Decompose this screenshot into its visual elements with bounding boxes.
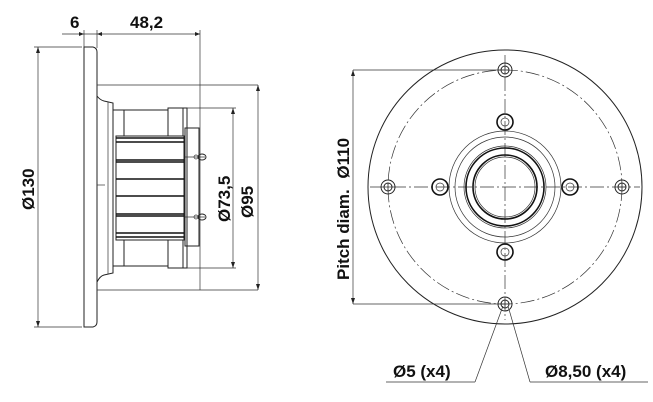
- faceplate-screws: [431, 113, 579, 261]
- body-diameter-dim: Ø95: [238, 186, 257, 218]
- dome-assembly: [448, 130, 562, 244]
- body-depth-dim: 48,2: [130, 13, 163, 32]
- terminals: [185, 153, 207, 221]
- front-view: Pitch diam. Ø110: [334, 49, 648, 383]
- flange-outline: [367, 49, 643, 325]
- hole-large-dim: Ø8,50 (x4): [545, 362, 626, 381]
- mounting-holes: [380, 62, 630, 312]
- pitch-diameter-label: Pitch diam. Ø110: [334, 138, 353, 280]
- hole-small-dim: Ø5 (x4): [393, 362, 451, 381]
- magnet-diameter-dim: Ø73,5: [215, 176, 234, 222]
- cooling-fins: [115, 135, 185, 241]
- side-view: 6 48,2 Ø130: [19, 13, 260, 328]
- flange-thickness-dim: 6: [70, 13, 79, 32]
- flange-diameter-dim: Ø130: [19, 168, 38, 210]
